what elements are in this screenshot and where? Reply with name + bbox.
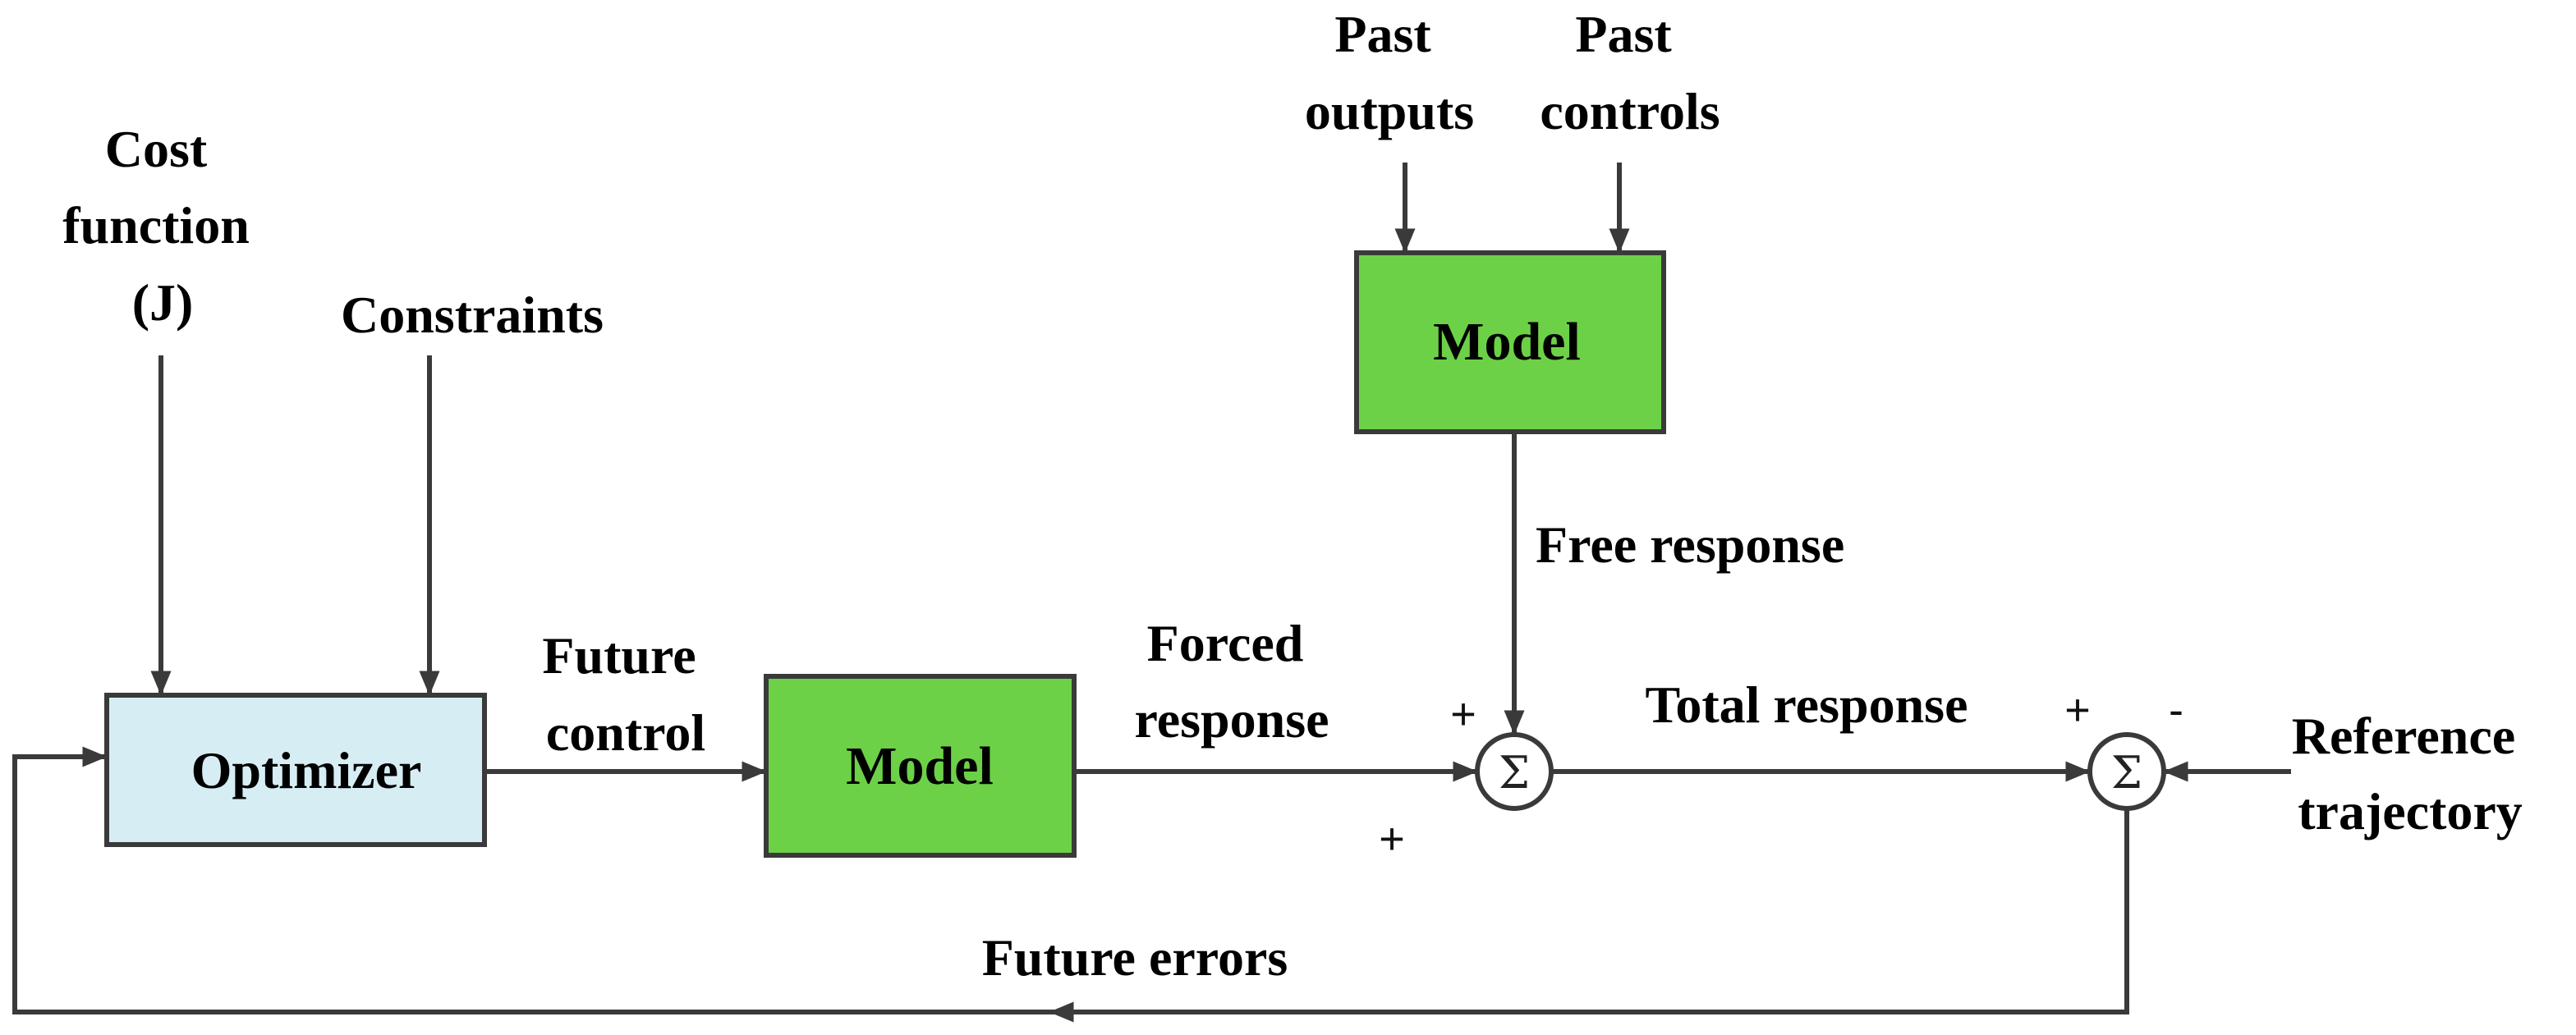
optimizer-block[interactable]: Optimizer bbox=[104, 693, 487, 847]
model-block-top[interactable]: Model bbox=[1354, 250, 1666, 434]
cost-function-label: Cost function (J) bbox=[62, 120, 263, 332]
past-controls-line-2: controls bbox=[1540, 82, 1720, 140]
sum1-plus-top: + bbox=[1450, 689, 1476, 739]
model-block-main[interactable]: Model bbox=[764, 674, 1077, 858]
total-response-label: Total response bbox=[1646, 675, 1968, 734]
optimizer-box bbox=[104, 693, 487, 847]
future-control-line-1: Future bbox=[542, 626, 696, 685]
past-controls-line-1: Past bbox=[1575, 5, 1672, 63]
sigma-symbol-2: Σ bbox=[2111, 747, 2142, 799]
future-control-line-2: control bbox=[546, 703, 705, 762]
cost-function-line-1: Cost bbox=[105, 120, 208, 178]
constraints-label: Constraints bbox=[341, 286, 604, 344]
future-errors-label: Future errors bbox=[982, 928, 1288, 987]
model-main-label: Model bbox=[846, 736, 994, 796]
model-main-box bbox=[764, 674, 1077, 858]
optimizer-label: Optimizer bbox=[191, 741, 422, 799]
reference-trajectory-line-1: Reference bbox=[2292, 707, 2515, 765]
free-response-label: Free response bbox=[1536, 515, 1844, 574]
sum2-minus-right: - bbox=[2169, 685, 2183, 735]
summing-junction-1: Σ bbox=[1475, 732, 1554, 811]
forced-response-line-1: Forced bbox=[1147, 614, 1304, 672]
sum2-plus-left: + bbox=[2064, 685, 2091, 735]
reference-trajectory-line-2: trajectory bbox=[2298, 782, 2523, 840]
forced-response-label: Forced response bbox=[1134, 614, 1329, 749]
past-outputs-line-2: outputs bbox=[1305, 82, 1474, 140]
model-top-label: Model bbox=[1433, 312, 1581, 372]
model-top-box bbox=[1354, 250, 1666, 434]
reference-trajectory-label: Reference trajectory bbox=[2292, 707, 2528, 840]
past-controls-label: Past controls bbox=[1540, 5, 1720, 140]
sum1-plus-bottom: + bbox=[1379, 814, 1405, 863]
past-outputs-line-1: Past bbox=[1334, 5, 1431, 63]
error-feedback-path-b bbox=[12, 746, 1059, 1014]
future-control-label: Future control bbox=[542, 626, 709, 762]
cost-function-line-3: (J) bbox=[132, 273, 194, 332]
cost-function-line-2: function bbox=[62, 196, 250, 254]
error-feedback-path-a bbox=[1049, 808, 2129, 1023]
sigma-symbol-1: Σ bbox=[1499, 747, 1530, 799]
past-outputs-label: Past outputs bbox=[1305, 5, 1474, 140]
forced-response-line-2: response bbox=[1134, 690, 1329, 749]
summing-junction-2: Σ bbox=[2087, 732, 2166, 811]
